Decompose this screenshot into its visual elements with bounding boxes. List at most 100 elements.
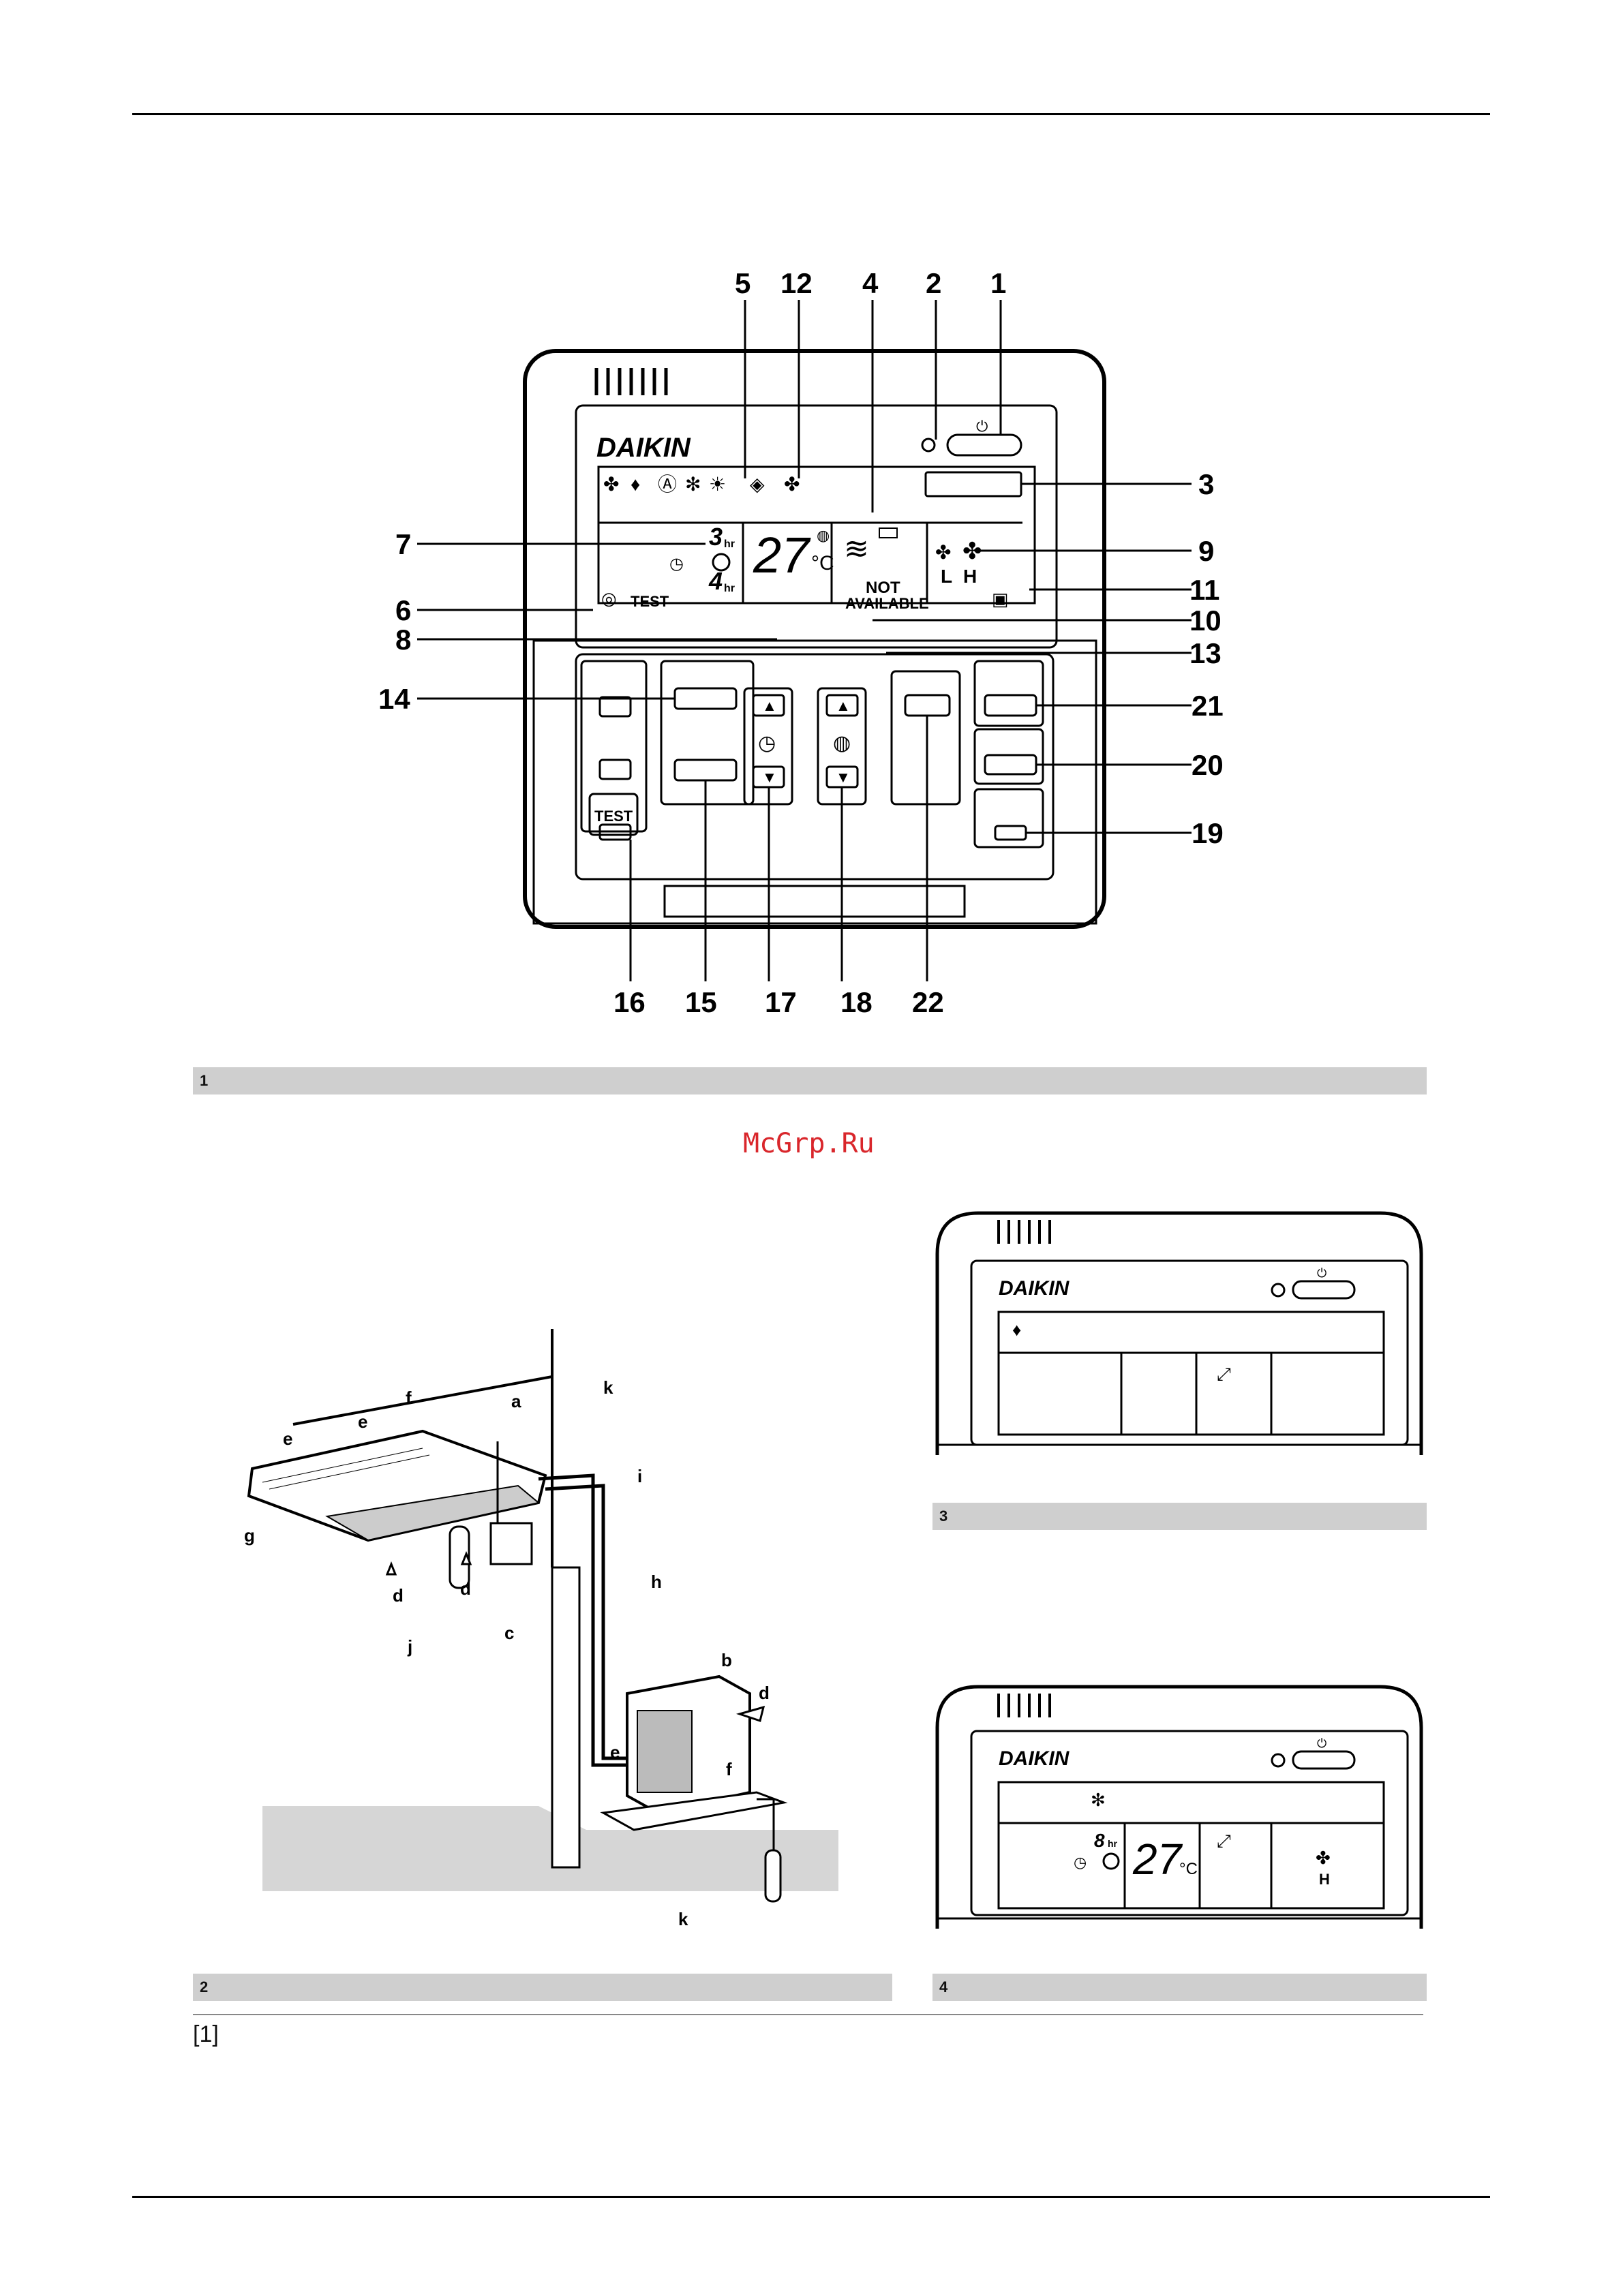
label-f2: f	[726, 1759, 732, 1779]
filter-reset-button[interactable]	[995, 826, 1026, 840]
louver-icon: ⤢	[1217, 1831, 1231, 1851]
set-temperature: 27	[1132, 1835, 1183, 1884]
label-i: i	[637, 1466, 642, 1486]
label-e3: e	[610, 1742, 620, 1762]
label-b: b	[721, 1650, 732, 1670]
test-eye-icon: ◎	[601, 588, 617, 609]
svg-text:✤: ✤	[603, 474, 619, 495]
label-j: j	[407, 1636, 412, 1657]
up-arrow-icon: ▲	[762, 697, 777, 714]
timer-mode-group	[661, 661, 753, 804]
callout-3: 3	[1198, 468, 1214, 500]
not-available-line1: NOT	[866, 579, 900, 597]
ventilation-mode-button[interactable]	[926, 472, 1021, 496]
callout-11: 11	[1189, 574, 1219, 606]
callout-14: 14	[378, 683, 410, 715]
filter-group	[975, 789, 1043, 847]
temperature-unit: °C	[1179, 1860, 1198, 1878]
clock-icon: ◷	[758, 732, 776, 754]
fan-speed-button[interactable]	[985, 755, 1036, 774]
operation-lamp	[922, 439, 935, 451]
label-e1: e	[283, 1428, 292, 1449]
label-d1: d	[393, 1585, 404, 1606]
callout-1: 1	[990, 267, 1006, 299]
svg-text:✻: ✻	[685, 474, 701, 495]
fan-speed: H	[1319, 1871, 1330, 1888]
dry-icon: ♦	[1012, 1319, 1021, 1340]
timer-onoff-button[interactable]	[675, 760, 736, 780]
test-indicator: TEST	[631, 593, 669, 610]
label-h: h	[651, 1572, 662, 1592]
callout-20: 20	[1192, 749, 1224, 781]
callout-13: 13	[1189, 637, 1222, 669]
callout-15: 15	[685, 986, 717, 1018]
filter-icon: ▣	[992, 589, 1009, 609]
label-d3: d	[759, 1683, 770, 1703]
svg-text:✤: ✤	[784, 474, 800, 495]
callout-12: 12	[780, 267, 813, 299]
power-button[interactable]	[1293, 1281, 1354, 1298]
brand-logo: DAIKIN	[596, 433, 691, 463]
callout-10: 10	[1189, 604, 1222, 637]
label-g: g	[244, 1525, 255, 1546]
power-button[interactable]	[947, 435, 1021, 455]
timer-on-indicator	[1104, 1854, 1119, 1869]
callout-5: 5	[735, 267, 750, 299]
label-k1: k	[603, 1377, 613, 1398]
timer-mode-button[interactable]	[675, 688, 736, 709]
figure-number: 1	[200, 1072, 208, 1089]
down-arrow-icon: ▼	[836, 769, 851, 786]
test-button-label: TEST	[594, 808, 633, 825]
svg-text:◈: ◈	[750, 474, 765, 495]
louver-icon: ≋	[844, 532, 869, 566]
not-available-line2: AVAILABLE	[845, 595, 929, 612]
svg-text:♦: ♦	[631, 474, 640, 495]
figure-2-installation-diagram: a b c d d d e e e f f g h i j k k	[232, 1322, 866, 1949]
fan-high: H	[963, 566, 977, 587]
ventilation-button[interactable]	[600, 697, 631, 716]
mode-icons: ✤ ♦ Ⓐ ✻ ☀ ◈ ✤	[603, 474, 800, 495]
figure-number: 3	[939, 1507, 947, 1525]
callout-21: 21	[1192, 690, 1224, 722]
thermometer-icon: ◍	[833, 732, 851, 754]
label-k2: k	[678, 1909, 688, 1929]
figure-2-caption: 2	[193, 1974, 892, 2001]
top-rule	[132, 113, 1490, 115]
clock-icon: ◷	[1074, 1854, 1087, 1871]
fan-icon: ✤	[935, 542, 951, 563]
callout-9: 9	[1198, 535, 1214, 567]
brand-logo: DAIKIN	[999, 1747, 1070, 1770]
brand-logo: DAIKIN	[999, 1277, 1070, 1300]
fan-low: L	[941, 566, 952, 587]
label-e2: e	[358, 1411, 367, 1432]
snowflake-icon: ✻	[1091, 1790, 1106, 1810]
set-temperature: 27	[753, 527, 811, 583]
label-a: a	[511, 1391, 521, 1411]
timer-value: 8	[1094, 1830, 1105, 1851]
temperature-unit: °C	[811, 552, 834, 575]
operation-lamp	[1272, 1754, 1284, 1766]
clock-icon: ◷	[669, 555, 684, 573]
power-icon: ⏻	[976, 418, 988, 435]
operation-mode-button[interactable]	[985, 695, 1036, 716]
figure-4-caption: 4	[932, 1974, 1427, 2001]
callout-6: 6	[395, 594, 411, 626]
callout-18: 18	[840, 986, 873, 1018]
figure-3-caption: 3	[932, 1503, 1427, 1530]
callout-2: 2	[926, 267, 941, 299]
timer-hr-bottom: 4	[708, 567, 723, 595]
callout-16: 16	[613, 986, 646, 1018]
figure-1-controller-diagram: DAIKIN ⏻ ✤ ♦ Ⓐ ✻ ☀ ◈ ✤ 3 hr ◷ 4 hr ◎ TES…	[341, 259, 1295, 1029]
airflow-direction-button[interactable]	[905, 695, 950, 716]
power-button[interactable]	[1293, 1751, 1354, 1769]
down-arrow-icon: ▼	[762, 769, 777, 786]
label-f1: f	[406, 1388, 412, 1408]
figure-number: 4	[939, 1978, 947, 1995]
louver-icon: ⤢	[1217, 1364, 1231, 1384]
watermark: McGrp.Ru	[743, 1128, 875, 1159]
timer-hr-top-unit: hr	[724, 538, 735, 550]
vent-amount-button[interactable]	[600, 760, 631, 779]
figure-1-caption: 1	[193, 1067, 1427, 1095]
figure-number: 2	[200, 1978, 208, 1995]
figure-3-panel: DAIKIN ⏻ ♦ ⤢	[930, 1206, 1428, 1465]
